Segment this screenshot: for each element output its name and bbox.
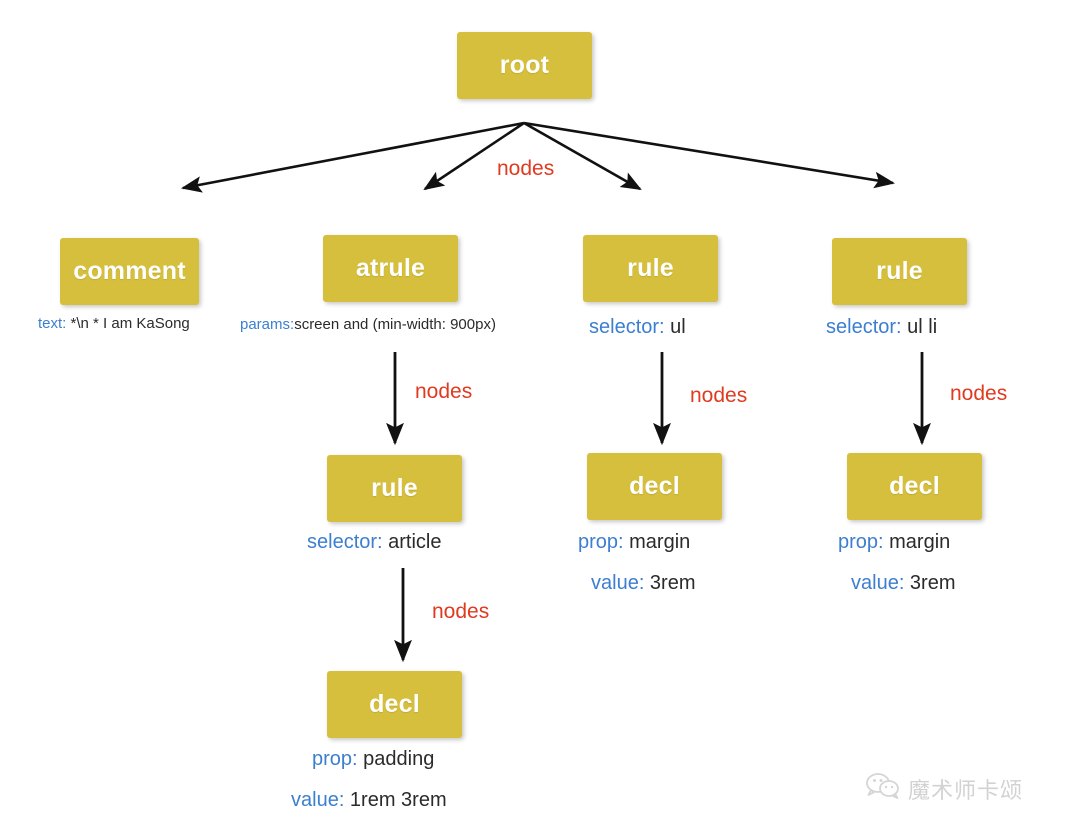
attr-value: article <box>382 531 442 553</box>
attr-value: 1rem 3rem <box>344 789 447 811</box>
attr-value: 3rem <box>644 572 696 594</box>
attr-value: padding <box>357 748 435 770</box>
attr-key: value: <box>591 572 645 594</box>
wechat-icon <box>866 772 900 805</box>
node-decl-padding[interactable]: decl <box>327 671 462 738</box>
attr-value: *\n * I am KaSong <box>66 315 190 332</box>
node-decl-margin-ul-attr-value: value: 3rem <box>591 572 696 595</box>
node-decl-padding-attr-prop: prop: padding <box>312 748 434 771</box>
node-decl-margin-ul-li[interactable]: decl <box>847 453 982 520</box>
node-decl-margin-ul-li-label: decl <box>889 472 940 500</box>
node-rule-ul-li-label: rule <box>876 257 923 285</box>
node-root[interactable]: root <box>457 32 592 99</box>
edge-label-rule-article-nodes: nodes <box>432 600 490 623</box>
node-rule-ul-li-attr-selector: selector: ul li <box>826 316 937 339</box>
node-comment-label: comment <box>73 257 186 285</box>
node-decl-margin-ul-li-attr-value: value: 3rem <box>851 572 956 595</box>
node-decl-margin-ul[interactable]: decl <box>587 453 722 520</box>
node-decl-padding-attr-value: value: 1rem 3rem <box>291 789 447 812</box>
node-decl-margin-ul-attr-prop: prop: margin <box>578 531 690 554</box>
attr-key: selector: <box>307 531 383 553</box>
attr-key: text: <box>38 315 67 332</box>
attr-key: value: <box>851 572 905 594</box>
attr-value: 3rem <box>904 572 956 594</box>
attr-value: ul li <box>901 316 938 338</box>
node-decl-margin-ul-label: decl <box>629 472 680 500</box>
attr-key: prop: <box>838 531 884 553</box>
node-root-label: root <box>499 51 550 79</box>
edge-label-root-nodes: nodes <box>497 157 555 180</box>
node-rule-ul-label: rule <box>627 254 674 282</box>
node-rule-ul-li[interactable]: rule <box>832 238 967 305</box>
node-decl-margin-ul-li-attr-prop: prop: margin <box>838 531 950 554</box>
attr-value: screen and (min-width: 900px) <box>294 316 496 333</box>
node-rule-article[interactable]: rule <box>327 455 462 522</box>
attr-value: margin <box>623 531 691 553</box>
attr-key: selector: <box>589 316 665 338</box>
attr-value: margin <box>883 531 951 553</box>
node-rule-article-label: rule <box>371 474 418 502</box>
edge-root-to-comment <box>180 121 525 193</box>
node-comment[interactable]: comment <box>60 238 199 305</box>
node-rule-ul-attr-selector: selector: ul <box>589 316 686 339</box>
node-atrule-label: atrule <box>355 254 426 282</box>
node-atrule[interactable]: atrule <box>323 235 458 302</box>
node-rule-article-attr-selector: selector: article <box>307 531 442 554</box>
edge-label-rule-ul-li-nodes: nodes <box>950 382 1008 405</box>
watermark: 魔术师卡颂 <box>866 772 1023 805</box>
attr-key: params: <box>240 316 295 333</box>
node-rule-ul[interactable]: rule <box>583 235 718 302</box>
attr-key: prop: <box>312 748 358 770</box>
attr-value: ul <box>664 316 686 338</box>
attr-key: selector: <box>826 316 902 338</box>
edge-label-atrule-nodes: nodes <box>415 380 473 403</box>
node-atrule-attr-params: params:screen and (min-width: 900px) <box>240 316 496 333</box>
attr-key: value: <box>291 789 345 811</box>
node-comment-attr-text: text: *\n * I am KaSong <box>38 315 190 332</box>
edge-label-rule-ul-nodes: nodes <box>690 384 748 407</box>
edge-root-to-rule-ul-li <box>523 121 896 189</box>
node-decl-padding-label: decl <box>369 690 420 718</box>
watermark-text: 魔术师卡颂 <box>908 778 1024 804</box>
attr-key: prop: <box>578 531 624 553</box>
